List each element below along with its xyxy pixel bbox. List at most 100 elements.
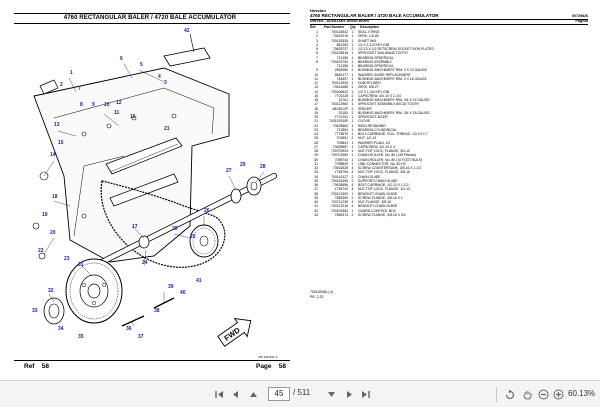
viewer-toolbar: 45 / 511 60.13% (0, 380, 600, 407)
part-qty: 2 (351, 174, 354, 179)
part-ref: 4 (316, 42, 318, 47)
part-qty: 1 (351, 38, 354, 43)
part-description: SPROCKET-IDLER (358, 115, 388, 119)
left-page-title: 4760 RECTANGULAR BALER / 4720 BALE ACCUM… (63, 15, 237, 21)
callout-6: 6 (120, 56, 123, 62)
zoom-level[interactable]: 60.13% (568, 389, 596, 398)
part-number: 700701969 (331, 153, 348, 158)
part-qty: 1 (351, 42, 354, 47)
part-number: 8652177 (334, 72, 348, 77)
part-description: SPROCKET ASSEMBLY-80C16 TOOTH (358, 102, 419, 107)
part-number: 70625563 (332, 123, 348, 128)
part-description: HUB-SPLINED (358, 81, 381, 85)
part-qty: 1 (351, 132, 354, 136)
part-qty: 2 (351, 212, 354, 217)
right-section-rule (310, 24, 588, 25)
part-number: 70628737 (332, 47, 348, 51)
col-ref: Ref (310, 25, 316, 29)
callout-9: 9 (92, 102, 95, 108)
callout-37: 37 (138, 334, 144, 340)
exploded-diagram: FWD 123456789101112131415161718192021222… (32, 28, 277, 347)
part-qty: 1 (351, 208, 354, 213)
part-description: SEAL-V RING (358, 30, 380, 34)
part-qty: 4 (351, 200, 354, 204)
part-ref: 32 (314, 166, 318, 170)
part-qty: 1 (351, 161, 354, 166)
part-number: 700135335 (331, 38, 348, 43)
part-qty: 1 (351, 81, 354, 85)
part-description: RING-RETAINING (358, 123, 386, 128)
part-number: 7883390 (334, 195, 348, 200)
roller-chain (100, 180, 226, 268)
zoom-in-icon[interactable] (553, 389, 564, 400)
callout-32: 32 (48, 288, 54, 294)
left-page: 4760 RECTANGULAR BALER / 4720 BALE ACCUM… (2, 4, 298, 375)
part-description: SCREW-FLANGE, 3/8-16 X 3/4 (358, 212, 406, 217)
part-ref: 25 (314, 136, 318, 141)
left-page-footer: Ref 58 Page 58 (14, 362, 290, 372)
callout-17: 17 (132, 224, 138, 230)
part-description: SPACER (358, 106, 372, 111)
part-description: SCREW-FLANGE, 3/8-16 X 1 (358, 195, 403, 200)
part-number: 712156 (336, 64, 348, 68)
callout-3: 3 (164, 80, 167, 86)
page-up-icon[interactable] (248, 389, 259, 400)
col-qty: Qty (350, 25, 356, 29)
first-page-icon[interactable] (214, 389, 225, 400)
callout-40: 40 (180, 290, 186, 296)
part-ref: 17 (314, 102, 318, 107)
next-page-icon[interactable] (344, 389, 355, 400)
part-qty: 4 (351, 166, 354, 170)
prev-page-icon[interactable] (230, 389, 241, 400)
callout-10: 10 (104, 102, 110, 108)
part-description: CAPSCREW, 3/4-10 X 4 (358, 144, 395, 149)
hand-tool-icon[interactable] (522, 389, 533, 400)
part-ref: 14 (314, 89, 318, 94)
part-ref: 6 (316, 51, 318, 56)
last-page-icon[interactable] (360, 389, 371, 400)
part-number: 748497 (336, 76, 348, 81)
part-description: 1/2 X 1-1/2 KEY-GIB (358, 42, 389, 47)
part-qty: 1 (351, 89, 354, 94)
rotate-icon[interactable] (504, 389, 515, 400)
bushing-set (138, 235, 150, 249)
callout-4: 4 (158, 74, 161, 80)
part-number: 70628696 (332, 183, 348, 187)
part-qty: 4 (351, 183, 354, 187)
part-qty: 1 (351, 144, 354, 149)
part-ref: 27 (314, 144, 318, 149)
callout-35: 35 (78, 334, 84, 340)
page-number-input[interactable]: 45 (268, 387, 290, 401)
part-qty: 1 (351, 51, 354, 56)
part-description: BUSHING-MACHINERY RIM, 2 X 10 GAUGE (358, 68, 427, 73)
part-description: NUT-TOP LOCK, FLANGE, 1/2-13 (358, 187, 410, 192)
callout-29: 29 (240, 162, 246, 168)
zoom-out-icon[interactable] (538, 389, 549, 400)
frame-inner-edge (53, 87, 215, 135)
part-ref: 35 (314, 178, 318, 183)
part-ref: 9 (316, 68, 318, 73)
part-number: 700141127 (331, 174, 348, 179)
header-rule-top (14, 13, 290, 14)
part-number: 32761 (338, 98, 348, 102)
page-down-icon[interactable] (326, 389, 337, 400)
top-bracket (163, 47, 211, 67)
